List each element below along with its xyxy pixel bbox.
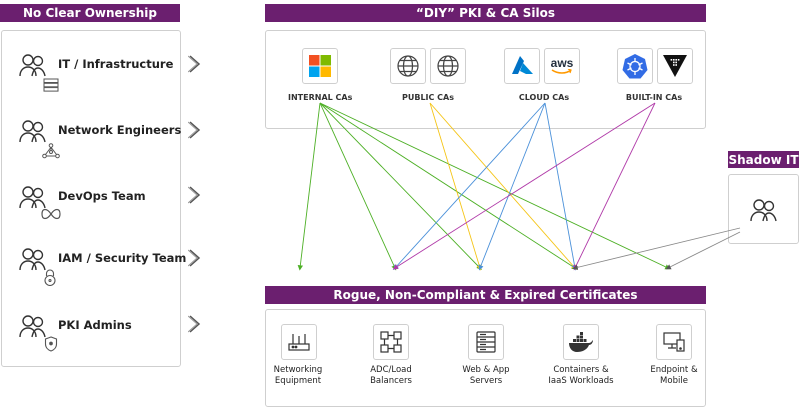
azure-icon <box>504 48 540 84</box>
team-label: PKI Admins <box>58 318 132 332</box>
windows-icon <box>302 48 338 84</box>
team-label: IAM / Security Team <box>58 251 187 265</box>
chevron-right-icon <box>188 315 201 333</box>
public-line <box>429 102 577 271</box>
internal-line <box>319 102 671 270</box>
globe-icon <box>430 48 466 84</box>
people-icon <box>19 120 46 143</box>
aws-icon: aws <box>544 48 580 84</box>
cloud-line <box>478 102 546 271</box>
chevron-right-icon <box>188 249 201 267</box>
internal-line <box>297 102 321 271</box>
people-icon <box>19 54 46 77</box>
builtin-line <box>392 102 656 270</box>
router-icon <box>281 324 317 360</box>
ca-group-label: INTERNAL CAs <box>288 93 353 102</box>
docker-icon <box>563 324 599 360</box>
shadow-line <box>572 227 741 270</box>
vault-icon <box>657 48 693 84</box>
server-icon <box>43 78 59 92</box>
aws-text: aws <box>550 56 574 70</box>
desktop-mobile-icon <box>656 324 692 360</box>
internal-line <box>319 102 397 271</box>
ca-group-label: BUILT-IN CAs <box>625 93 683 102</box>
globe-icon <box>390 48 426 84</box>
ca-group-label: CLOUD CAs <box>518 93 570 102</box>
network-icon <box>42 143 60 159</box>
people-icon <box>19 315 46 338</box>
ca-group-label: PUBLIC CAs <box>401 93 454 102</box>
people-icon <box>19 248 46 271</box>
server-rack-icon <box>468 324 504 360</box>
chevron-right-icon <box>188 55 201 73</box>
cloud-line <box>393 102 546 270</box>
team-label: Network Engineers <box>58 123 182 137</box>
team-label: IT / Infrastructure <box>58 57 174 71</box>
infinity-icon <box>41 208 61 220</box>
people-icon <box>19 186 46 209</box>
kubernetes-icon <box>617 48 653 84</box>
left-panel-header: No Clear Ownership <box>0 4 180 22</box>
cloud-line <box>544 102 578 271</box>
chevron-right-icon <box>188 186 201 204</box>
cert-panel-header: Rogue, Non-Compliant & Expired Certifica… <box>265 286 706 304</box>
shield-icon <box>44 336 58 352</box>
internal-line <box>319 102 482 270</box>
shadow-it-header: Shadow IT <box>728 151 799 168</box>
shadow-line <box>665 231 741 270</box>
endpoint-label: Endpoint &Mobile <box>650 365 698 386</box>
endpoint-label: Containers &IaaS Workloads <box>548 365 614 386</box>
chevron-right-icon <box>188 121 201 139</box>
internal-line <box>319 102 578 270</box>
builtin-line <box>573 102 656 271</box>
ca-panel-header: “DIY” PKI & CA Silos <box>265 4 706 22</box>
teams-box <box>1 30 181 367</box>
team-label: DevOps Team <box>58 189 146 203</box>
load-balancer-icon <box>373 324 409 360</box>
padlock-icon <box>44 269 56 286</box>
public-line <box>429 102 482 271</box>
people-icon <box>750 199 777 222</box>
